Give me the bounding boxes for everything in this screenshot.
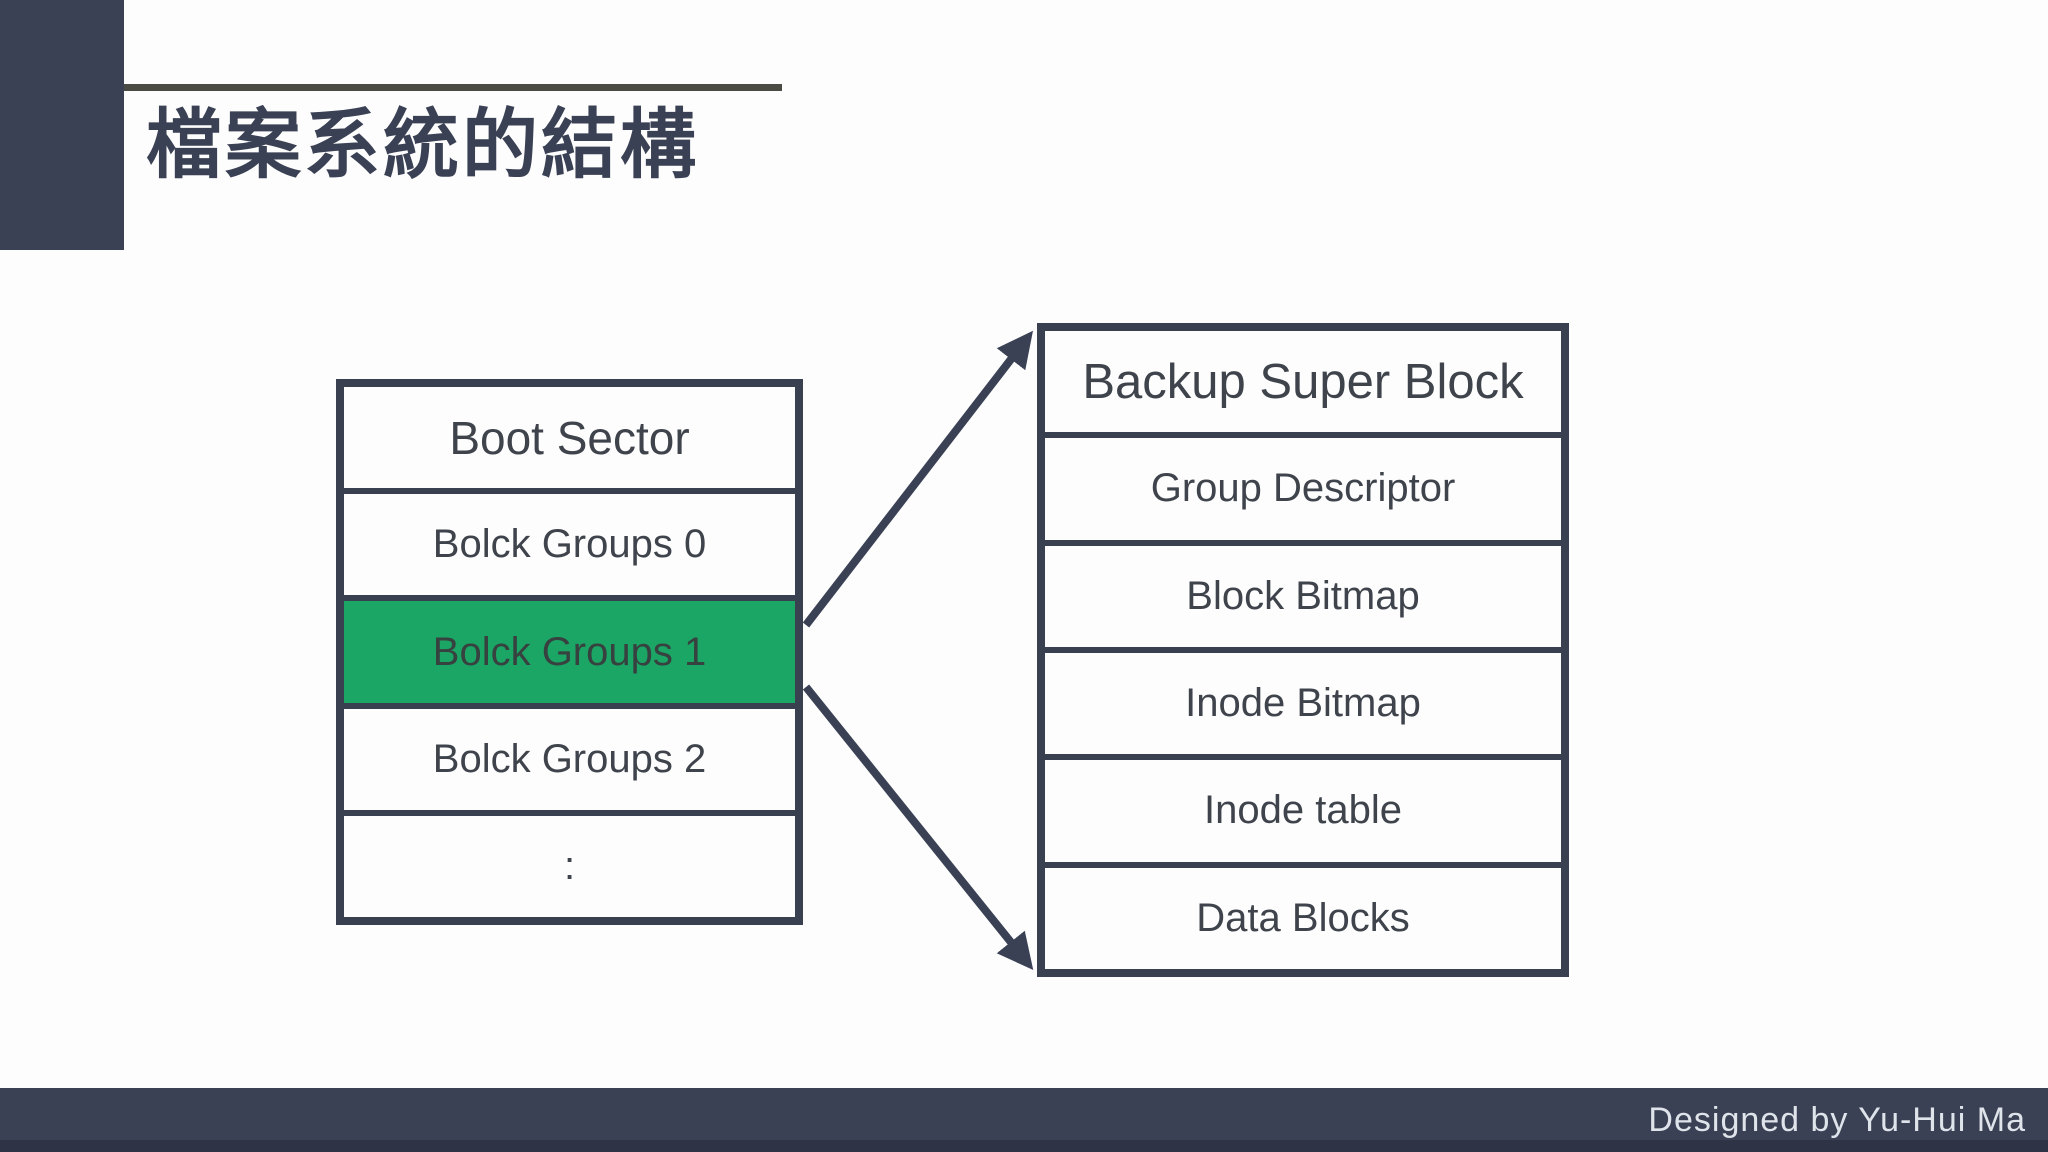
footer-credit: Designed by Yu-Hui Ma bbox=[1648, 1100, 2026, 1139]
footer-bar: Designed by Yu-Hui Ma bbox=[0, 1088, 2048, 1152]
row-inode-bitmap: Inode Bitmap bbox=[1045, 646, 1561, 755]
row-block-group-2: Bolck Groups 2 bbox=[344, 702, 795, 810]
row-group-descriptor: Group Descriptor bbox=[1045, 432, 1561, 540]
row-block-group-1-highlighted: Bolck Groups 1 bbox=[344, 595, 795, 703]
row-data-blocks: Data Blocks bbox=[1045, 861, 1561, 969]
row-data-blocks-label: Data Blocks bbox=[1196, 895, 1410, 940]
disk-layout-table: Boot Sector Bolck Groups 0 Bolck Groups … bbox=[336, 379, 803, 925]
row-group-descriptor-label: Group Descriptor bbox=[1150, 466, 1456, 511]
row-inode-table-label: Inode table bbox=[1204, 788, 1402, 833]
row-block-group-2-label: Bolck Groups 2 bbox=[432, 736, 707, 781]
row-inode-bitmap-label: Inode Bitmap bbox=[1185, 681, 1421, 726]
connector-arrow-upper-icon bbox=[802, 330, 1033, 628]
row-boot-sector-label: Boot Sector bbox=[449, 411, 690, 464]
row-inode-table: Inode table bbox=[1045, 754, 1561, 862]
row-backup-super-block-label: Backup Super Block bbox=[1082, 354, 1524, 409]
row-block-group-0-label: Bolck Groups 0 bbox=[432, 522, 707, 567]
row-ellipsis-label: : bbox=[563, 843, 576, 888]
page-title: 檔案系統的結構 bbox=[146, 103, 699, 188]
title-rule-line bbox=[124, 84, 782, 91]
connector-arrow-lower-icon bbox=[802, 684, 1034, 971]
row-boot-sector: Boot Sector bbox=[344, 387, 795, 489]
corner-accent-square bbox=[0, 0, 124, 250]
row-block-group-0: Bolck Groups 0 bbox=[344, 488, 795, 596]
row-ellipsis: : bbox=[344, 809, 795, 918]
row-block-bitmap-label: Block Bitmap bbox=[1186, 573, 1420, 618]
row-block-bitmap: Block Bitmap bbox=[1045, 539, 1561, 647]
row-block-group-1-label: Bolck Groups 1 bbox=[432, 629, 707, 674]
block-group-table: Backup Super Block Group Descriptor Bloc… bbox=[1037, 323, 1569, 977]
row-backup-super-block: Backup Super Block bbox=[1045, 331, 1561, 433]
